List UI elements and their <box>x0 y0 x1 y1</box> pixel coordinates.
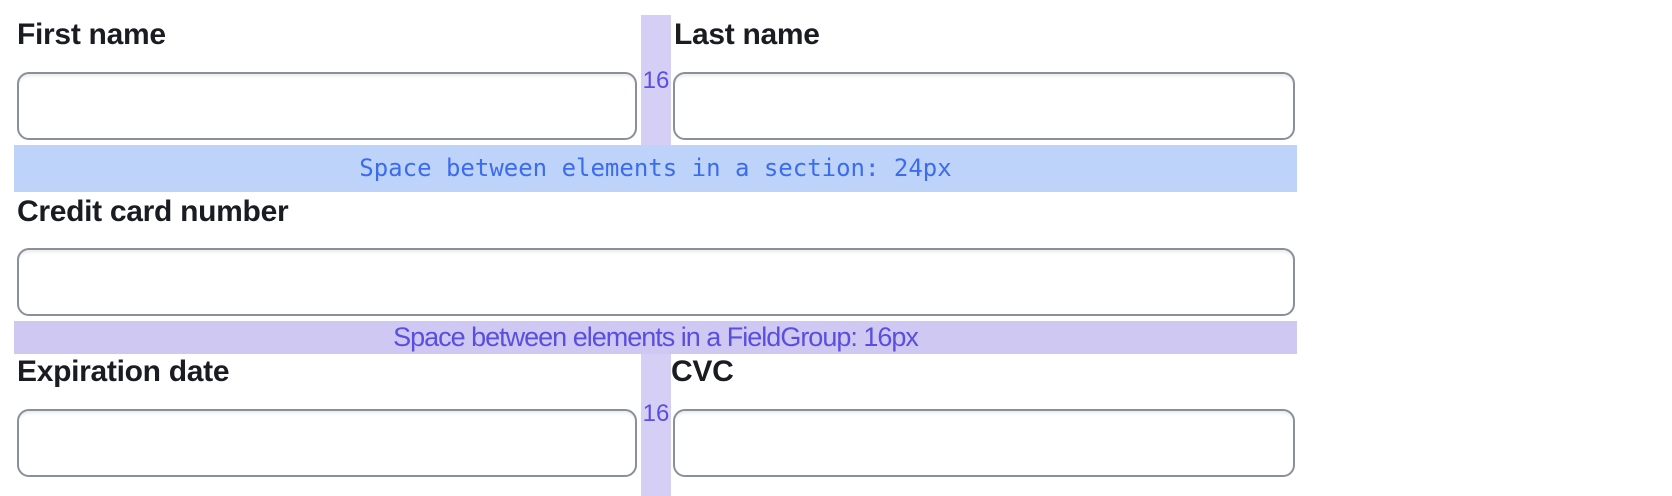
expiration-date-input[interactable] <box>17 409 637 477</box>
cvc-label: CVC <box>671 355 734 388</box>
card-number-input[interactable] <box>17 248 1295 316</box>
column-gap-value-top: 16 <box>642 67 670 94</box>
column-gap-bar-bottom <box>641 354 671 496</box>
cvc-input[interactable] <box>673 409 1295 477</box>
card-number-label: Credit card number <box>17 195 289 228</box>
expiration-date-label: Expiration date <box>17 355 230 388</box>
last-name-label: Last name <box>674 18 820 51</box>
last-name-input[interactable] <box>673 72 1295 140</box>
section-gap-band: Space between elements in a section: 24p… <box>14 145 1297 192</box>
column-gap-value-bottom: 16 <box>642 400 670 427</box>
first-name-input[interactable] <box>17 72 637 140</box>
fieldgroup-gap-band: Space between elements in a FieldGroup: … <box>14 321 1297 354</box>
first-name-label: First name <box>17 18 166 51</box>
column-gap-bar-top <box>641 15 671 145</box>
